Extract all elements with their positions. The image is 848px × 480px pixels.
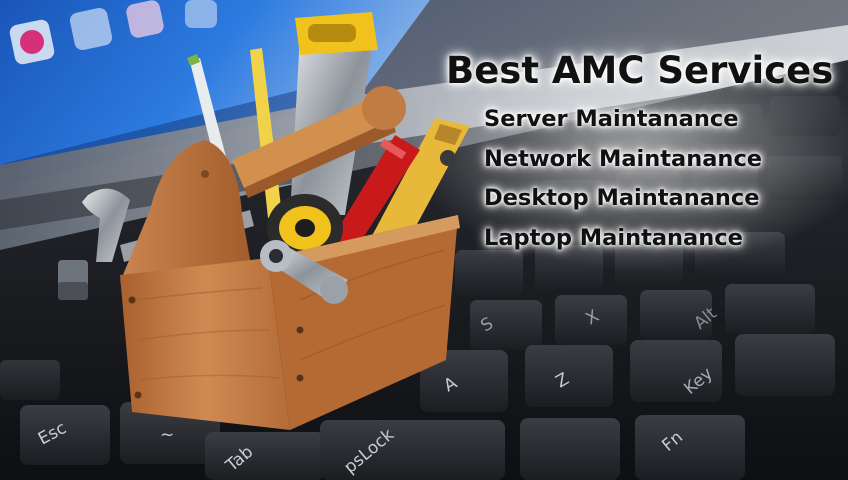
service-list: Server Maintanance Network Maintanance D… <box>484 100 846 258</box>
service-item-desktop: Desktop Maintanance <box>484 185 760 211</box>
service-item-server: Server Maintanance <box>484 106 739 132</box>
headline: Best AMC Services <box>446 49 834 92</box>
services-text-panel: Best AMC Services Server Maintanance Net… <box>446 50 846 258</box>
service-item-network: Network Maintanance <box>484 145 763 172</box>
service-item-laptop: Laptop Maintanance <box>484 224 743 251</box>
tilde-key-label: ~ <box>160 425 174 445</box>
wrench-icon <box>260 240 348 304</box>
toolbox-with-tools <box>58 12 470 430</box>
